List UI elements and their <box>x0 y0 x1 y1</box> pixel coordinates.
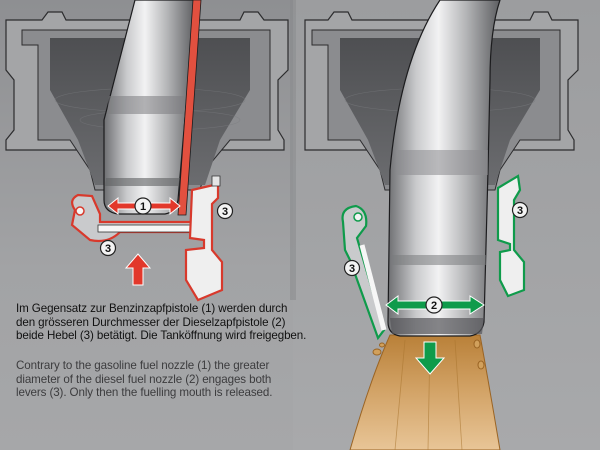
caption-german-line: Im Gegensatz zur Benzinzapfpistole (1) w… <box>16 302 288 315</box>
caption-german-line: beide Hebel (3) betätigt. Die Tanköffnun… <box>16 329 307 343</box>
diesel-levers <box>341 174 526 341</box>
caption-german-line: den grösseren Durchmesser der Dieselzapf… <box>16 315 286 329</box>
svg-text:3: 3 <box>349 263 355 275</box>
lever-label-3-left: 3 <box>343 259 361 277</box>
lever-label-3-bottom: 3 <box>99 239 117 257</box>
svg-text:1: 1 <box>140 201 146 213</box>
svg-text:2: 2 <box>431 300 437 312</box>
fuel-flow-down-arrow <box>414 341 446 375</box>
gasoline-levers <box>70 175 224 302</box>
lever-label-3-right: 3 <box>216 202 234 220</box>
caption-german: Im Gegensatz zur Benzinzapfpistole (1) w… <box>16 302 376 343</box>
diesel-nozzle <box>387 0 501 337</box>
caption-english: Contrary to the gasoline fuel nozzle (1)… <box>16 359 346 400</box>
caption-english-line: levers (3). Only then the fuelling mouth… <box>16 386 273 400</box>
push-up-arrow <box>124 253 152 286</box>
lever-label-3-right-diesel: 3 <box>511 201 529 219</box>
svg-text:3: 3 <box>517 205 523 217</box>
svg-text:3: 3 <box>105 243 111 255</box>
nozzle-diameter-arrow-2: 2 <box>385 295 485 315</box>
caption-english-line: Contrary to the gasoline fuel nozzle (1)… <box>16 359 270 372</box>
nozzle-diameter-arrow-1: 1 <box>107 196 181 216</box>
caption-english-line: diameter of the diesel fuel nozzle (2) e… <box>16 372 272 386</box>
svg-text:3: 3 <box>222 206 228 218</box>
